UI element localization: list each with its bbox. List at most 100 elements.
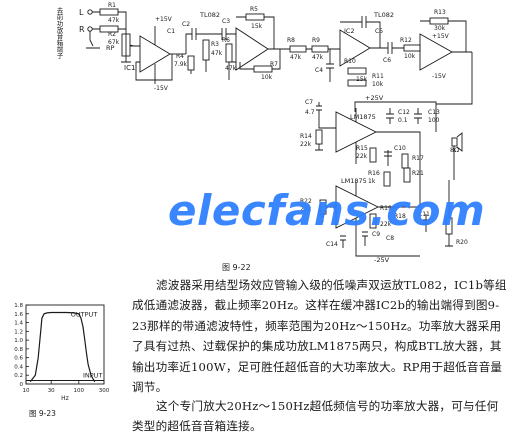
r20-label: R20	[456, 239, 468, 246]
y-tick-label-9: 1.8	[14, 303, 23, 309]
opamp-ic3	[419, 33, 453, 71]
r14-label: R14	[300, 133, 312, 140]
speaker-label: 8Ω	[450, 146, 459, 154]
r21-label: R21	[412, 170, 424, 177]
r9-label: R9	[312, 37, 320, 44]
y-tick-label-0: 0	[20, 382, 24, 388]
rail-neg-1: -15V	[154, 85, 169, 92]
resistor-r6	[225, 43, 233, 63]
resistor-r11	[347, 79, 367, 87]
speaker	[451, 137, 458, 147]
r8-label: R8	[287, 37, 295, 44]
r6-label: R6	[222, 37, 230, 44]
resistor-r4	[187, 55, 195, 71]
resistor-r3	[202, 39, 210, 61]
r5-label: R5	[250, 6, 258, 13]
r11-label: R11	[372, 73, 384, 80]
schematic-9-22: 去前功放音箱端子 L R R1 47k R2 67k RP IC1 C1 +15…	[55, 2, 473, 264]
c5-label: C5	[375, 28, 383, 35]
resistor-r9	[311, 45, 329, 53]
resistor-r15	[369, 147, 377, 163]
c7-value: 4.7	[305, 109, 315, 116]
c1-label: C1	[167, 28, 175, 35]
opamp-ic2	[339, 29, 371, 67]
y-tick-label-7: 1.4	[14, 321, 23, 327]
y-tick-label-3: 0.6	[14, 356, 23, 362]
r10-label: R10	[344, 58, 356, 65]
rail-neg25: -25V	[374, 256, 390, 264]
rail-neg-2: -15V	[432, 73, 447, 80]
c12-value: 0.1	[398, 117, 408, 124]
c13-label: C13	[428, 109, 440, 116]
r13-value: 30k	[434, 25, 446, 32]
y-tick-label-1: 0.2	[14, 373, 23, 379]
x-tick-label-2: 100	[74, 388, 85, 394]
c7-label: C7	[305, 99, 313, 106]
resistor-r16	[383, 171, 391, 187]
r1-value: 47k	[108, 17, 120, 24]
ic2-label: IC2	[344, 27, 355, 35]
c12-label: C12	[398, 109, 410, 116]
plot-frame	[25, 304, 105, 385]
x-tick-label-3: 300	[99, 388, 110, 394]
c4-label: C4	[315, 67, 323, 74]
r22-value: 22k	[300, 206, 312, 213]
r22-label: R22	[300, 198, 312, 205]
watermark-logo: elecfans.com	[168, 186, 486, 235]
r4-value: 7.9k	[174, 61, 188, 68]
r8-value: 47k	[290, 54, 302, 61]
resistor-r17	[401, 153, 409, 169]
resistor-r13	[429, 17, 449, 25]
r11-value: 10k	[372, 81, 384, 88]
tl082-top-label: TL082	[199, 11, 220, 19]
r4-label: R4	[176, 53, 184, 60]
terminal-l	[87, 9, 93, 15]
paragraph-1: 滤波器采用结型场效应管输入级的低噪声双运放TL082，IC1b等组成低通滤波器，…	[132, 278, 507, 395]
ic1-label: IC1	[124, 64, 135, 72]
resistor-r14	[315, 129, 323, 145]
resistor-r8	[289, 45, 307, 53]
c6-label: C6	[383, 57, 391, 64]
r6-value: 47k	[225, 65, 237, 72]
paragraph-2: 这个专门放大20Hz～150Hz超低频信号的功率放大器，可与任何类型的超低音音箱…	[132, 399, 499, 434]
resistor-r5	[245, 13, 265, 21]
c3-label: C3	[222, 18, 230, 25]
r18-label: R18	[394, 213, 406, 220]
r12-value: 10k	[404, 53, 416, 60]
x-tick-label-1: 30	[48, 388, 55, 394]
r7-value: 10k	[261, 74, 273, 81]
series-output-line	[29, 311, 96, 383]
series-output-label: OUTPUT	[71, 310, 98, 318]
r15-value: 22k	[356, 153, 368, 160]
r2-label: R2	[108, 31, 116, 38]
resistor-r18	[369, 213, 377, 229]
terminal-r	[87, 26, 93, 32]
opamp-ic1b	[235, 27, 269, 71]
terminal-r-label: R	[79, 25, 85, 34]
lm1875-top-label: LM1875	[350, 113, 376, 121]
r5-value: 15k	[251, 23, 263, 30]
y-tick-label-8: 1.6	[14, 312, 23, 318]
y-tick-label-6: 1.2	[14, 329, 23, 335]
rail-pos25: +25V	[365, 94, 384, 102]
c9-label: C9	[372, 231, 380, 238]
lm1875-bottom-label: LM1875	[341, 177, 367, 185]
tl082-right-label: TL082	[373, 11, 394, 19]
resistor-r10	[347, 67, 367, 75]
terminal-l-label: L	[79, 8, 84, 17]
fig-9-23-caption: 图 9-23	[29, 409, 56, 418]
r17-label: R17	[412, 155, 424, 162]
x-tick-label-0: 10	[23, 388, 30, 394]
r7-label: R7	[270, 61, 278, 68]
y-tick-label-2: 0.4	[14, 364, 23, 370]
r13-label: R13	[434, 9, 446, 16]
r3-value: 47k	[211, 50, 223, 57]
c13-value: 100	[428, 117, 440, 124]
r16-label: R16	[368, 170, 380, 177]
r19-label: R19	[380, 205, 392, 212]
r15-label: R15	[356, 145, 368, 152]
input-label: 去前功放音箱端子	[55, 6, 63, 60]
rp-label: RP	[106, 44, 115, 52]
r19-value: 22k	[380, 221, 392, 228]
